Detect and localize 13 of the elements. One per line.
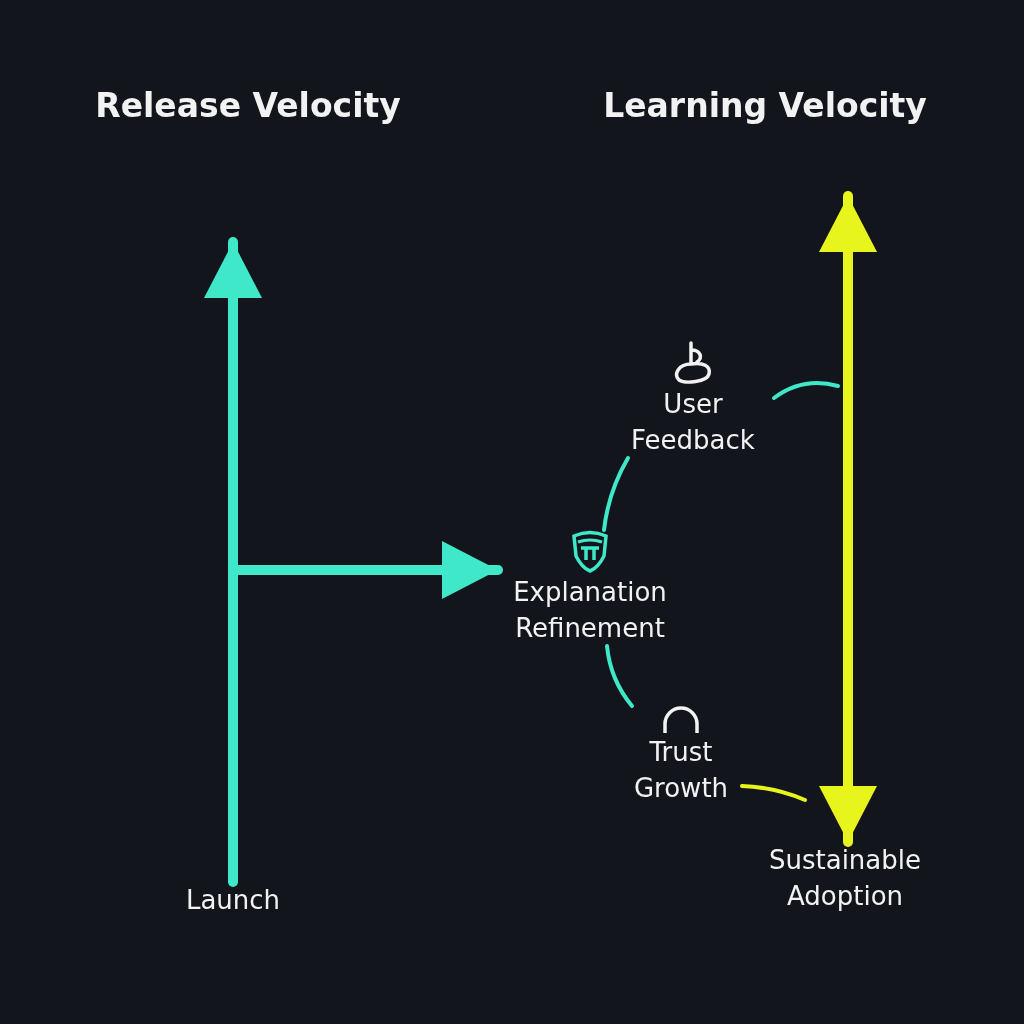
node-label: User Feedback [630,388,756,457]
connector-line [605,644,634,708]
node-label: Sustainable Adoption [745,842,945,914]
column-heading: Learning Velocity [602,86,928,125]
connector-line [602,456,630,532]
connector-line [772,381,840,400]
connector-line [740,784,807,802]
node-label: Explanation Refinement [512,576,668,645]
arrow [204,237,262,887]
node-label: Launch [163,882,303,918]
node-label: Trust Growth [632,736,730,805]
double-arrow [819,191,877,847]
column-heading: Release Velocity [94,86,402,125]
